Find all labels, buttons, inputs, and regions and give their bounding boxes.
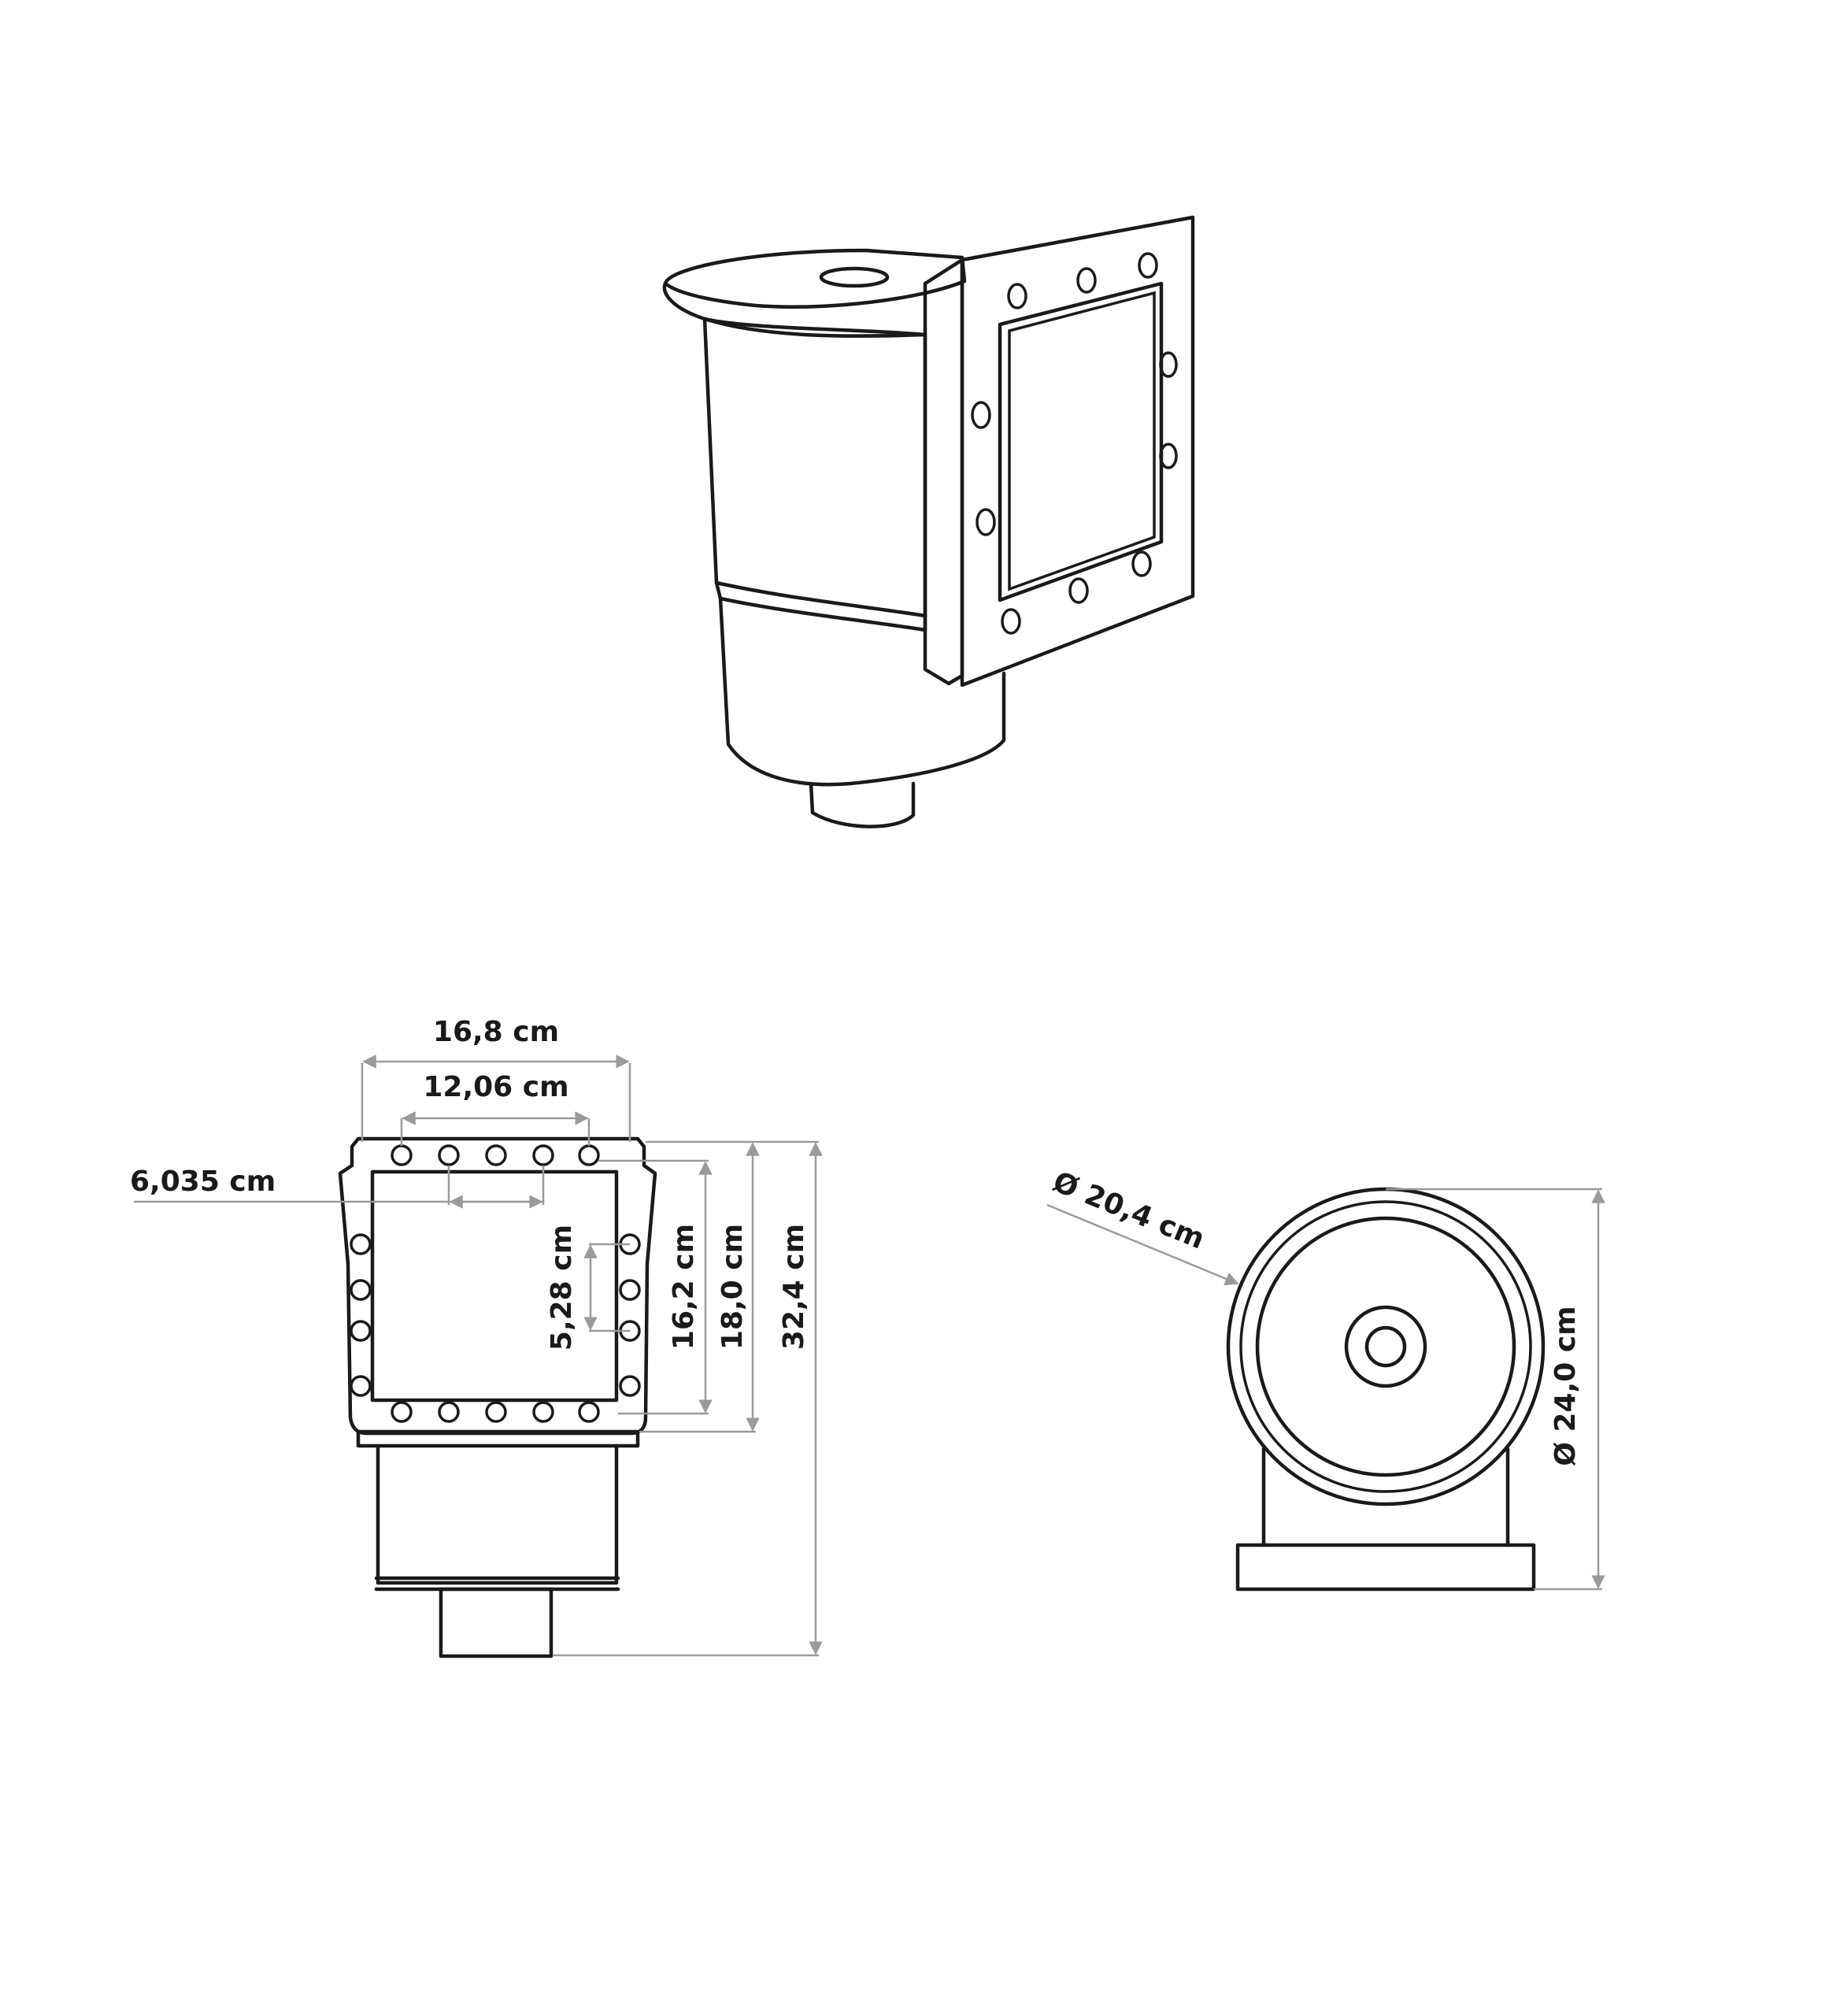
- dim-total-height-label: 32,4 cm: [778, 1224, 810, 1350]
- bolt-hole: [1138, 252, 1158, 279]
- front-body: [376, 1443, 619, 1585]
- bolt-hole: [350, 1320, 372, 1342]
- front-dimensions: 16,8 cm 12,06 cm 6,035 cm 5,28 cm 16,2 c…: [130, 1016, 823, 1657]
- bolt-hole: [1007, 283, 1027, 309]
- bolt-hole: [350, 1279, 372, 1301]
- front-bolt-holes: [350, 1144, 641, 1423]
- dim-lid-diameter-label: Ø 24,0 cm: [1549, 1306, 1582, 1466]
- iso-body-lower: [718, 596, 1006, 787]
- bolt-hole: [619, 1279, 641, 1301]
- isometric-view: [662, 215, 1195, 828]
- bolt-hole: [391, 1401, 413, 1423]
- dim-hole-spacing-label: 6,035 cm: [130, 1166, 276, 1198]
- bolt-hole: [1159, 351, 1178, 378]
- dim-width-label: 16,8 cm: [433, 1016, 559, 1048]
- bolt-hole: [532, 1144, 554, 1166]
- top-middle-rim: [1239, 1200, 1532, 1493]
- dim-body-diameter-leader: [1046, 1203, 1239, 1286]
- iso-top-rim: [663, 248, 967, 309]
- dim-flange-height-label: 18,0 cm: [716, 1224, 749, 1350]
- bolt-hole: [438, 1144, 460, 1166]
- top-dimensions: Ø 20,4 cm Ø 24,0 cm: [1046, 1166, 1605, 1591]
- bolt-hole: [391, 1144, 413, 1166]
- top-view: Ø 20,4 cm Ø 24,0 cm: [1046, 1166, 1605, 1592]
- top-neck: [1261, 1447, 1510, 1547]
- front-opening: [370, 1169, 619, 1403]
- front-outlet: [439, 1587, 553, 1658]
- iso-rim-lower-edge: [702, 317, 927, 338]
- bolt-hole: [1001, 608, 1021, 635]
- bolt-hole: [438, 1401, 460, 1423]
- top-hub-inner: [1364, 1325, 1407, 1368]
- iso-rim-lip: [662, 281, 927, 337]
- iso-flange-opening-outer: [998, 281, 1164, 602]
- front-view: 16,8 cm 12,06 cm 6,035 cm 5,28 cm 16,2 c…: [130, 1016, 823, 1658]
- dim-body-diameter-label: Ø 20,4 cm: [1049, 1166, 1209, 1255]
- dim-side-spacing-label: 5,28 cm: [546, 1225, 578, 1351]
- bolt-hole: [350, 1375, 372, 1397]
- top-hub-outer: [1344, 1305, 1427, 1388]
- iso-flange-face: [960, 215, 1195, 687]
- bolt-hole: [485, 1144, 507, 1166]
- top-outer-rim: [1226, 1187, 1546, 1506]
- bolt-hole: [971, 401, 991, 429]
- bolt-hole: [578, 1401, 600, 1423]
- bolt-hole: [1076, 267, 1097, 294]
- iso-body-upper: [702, 317, 927, 618]
- dim-opening-height-label: 16,2 cm: [668, 1224, 700, 1350]
- bolt-hole: [532, 1401, 554, 1423]
- iso-bolt-holes: [971, 252, 1178, 635]
- bolt-hole: [1159, 443, 1178, 469]
- bolt-hole: [1131, 550, 1152, 577]
- bolt-hole: [485, 1401, 507, 1423]
- top-base: [1235, 1543, 1536, 1592]
- front-flange-base: [356, 1429, 640, 1448]
- bolt-hole: [976, 508, 996, 536]
- bolt-hole: [1068, 577, 1089, 604]
- iso-flange-side: [923, 258, 964, 686]
- top-inner-rim: [1255, 1216, 1516, 1477]
- bolt-hole: [350, 1233, 372, 1255]
- iso-lid-hole: [819, 266, 890, 288]
- iso-flange-opening-inner: [1008, 291, 1156, 591]
- front-flange: [338, 1136, 657, 1436]
- iso-outlet: [809, 781, 916, 828]
- iso-band: [714, 580, 927, 632]
- bolt-hole: [619, 1375, 641, 1397]
- bolt-hole: [578, 1144, 600, 1166]
- dim-hole-span-label: 12,06 cm: [423, 1071, 568, 1103]
